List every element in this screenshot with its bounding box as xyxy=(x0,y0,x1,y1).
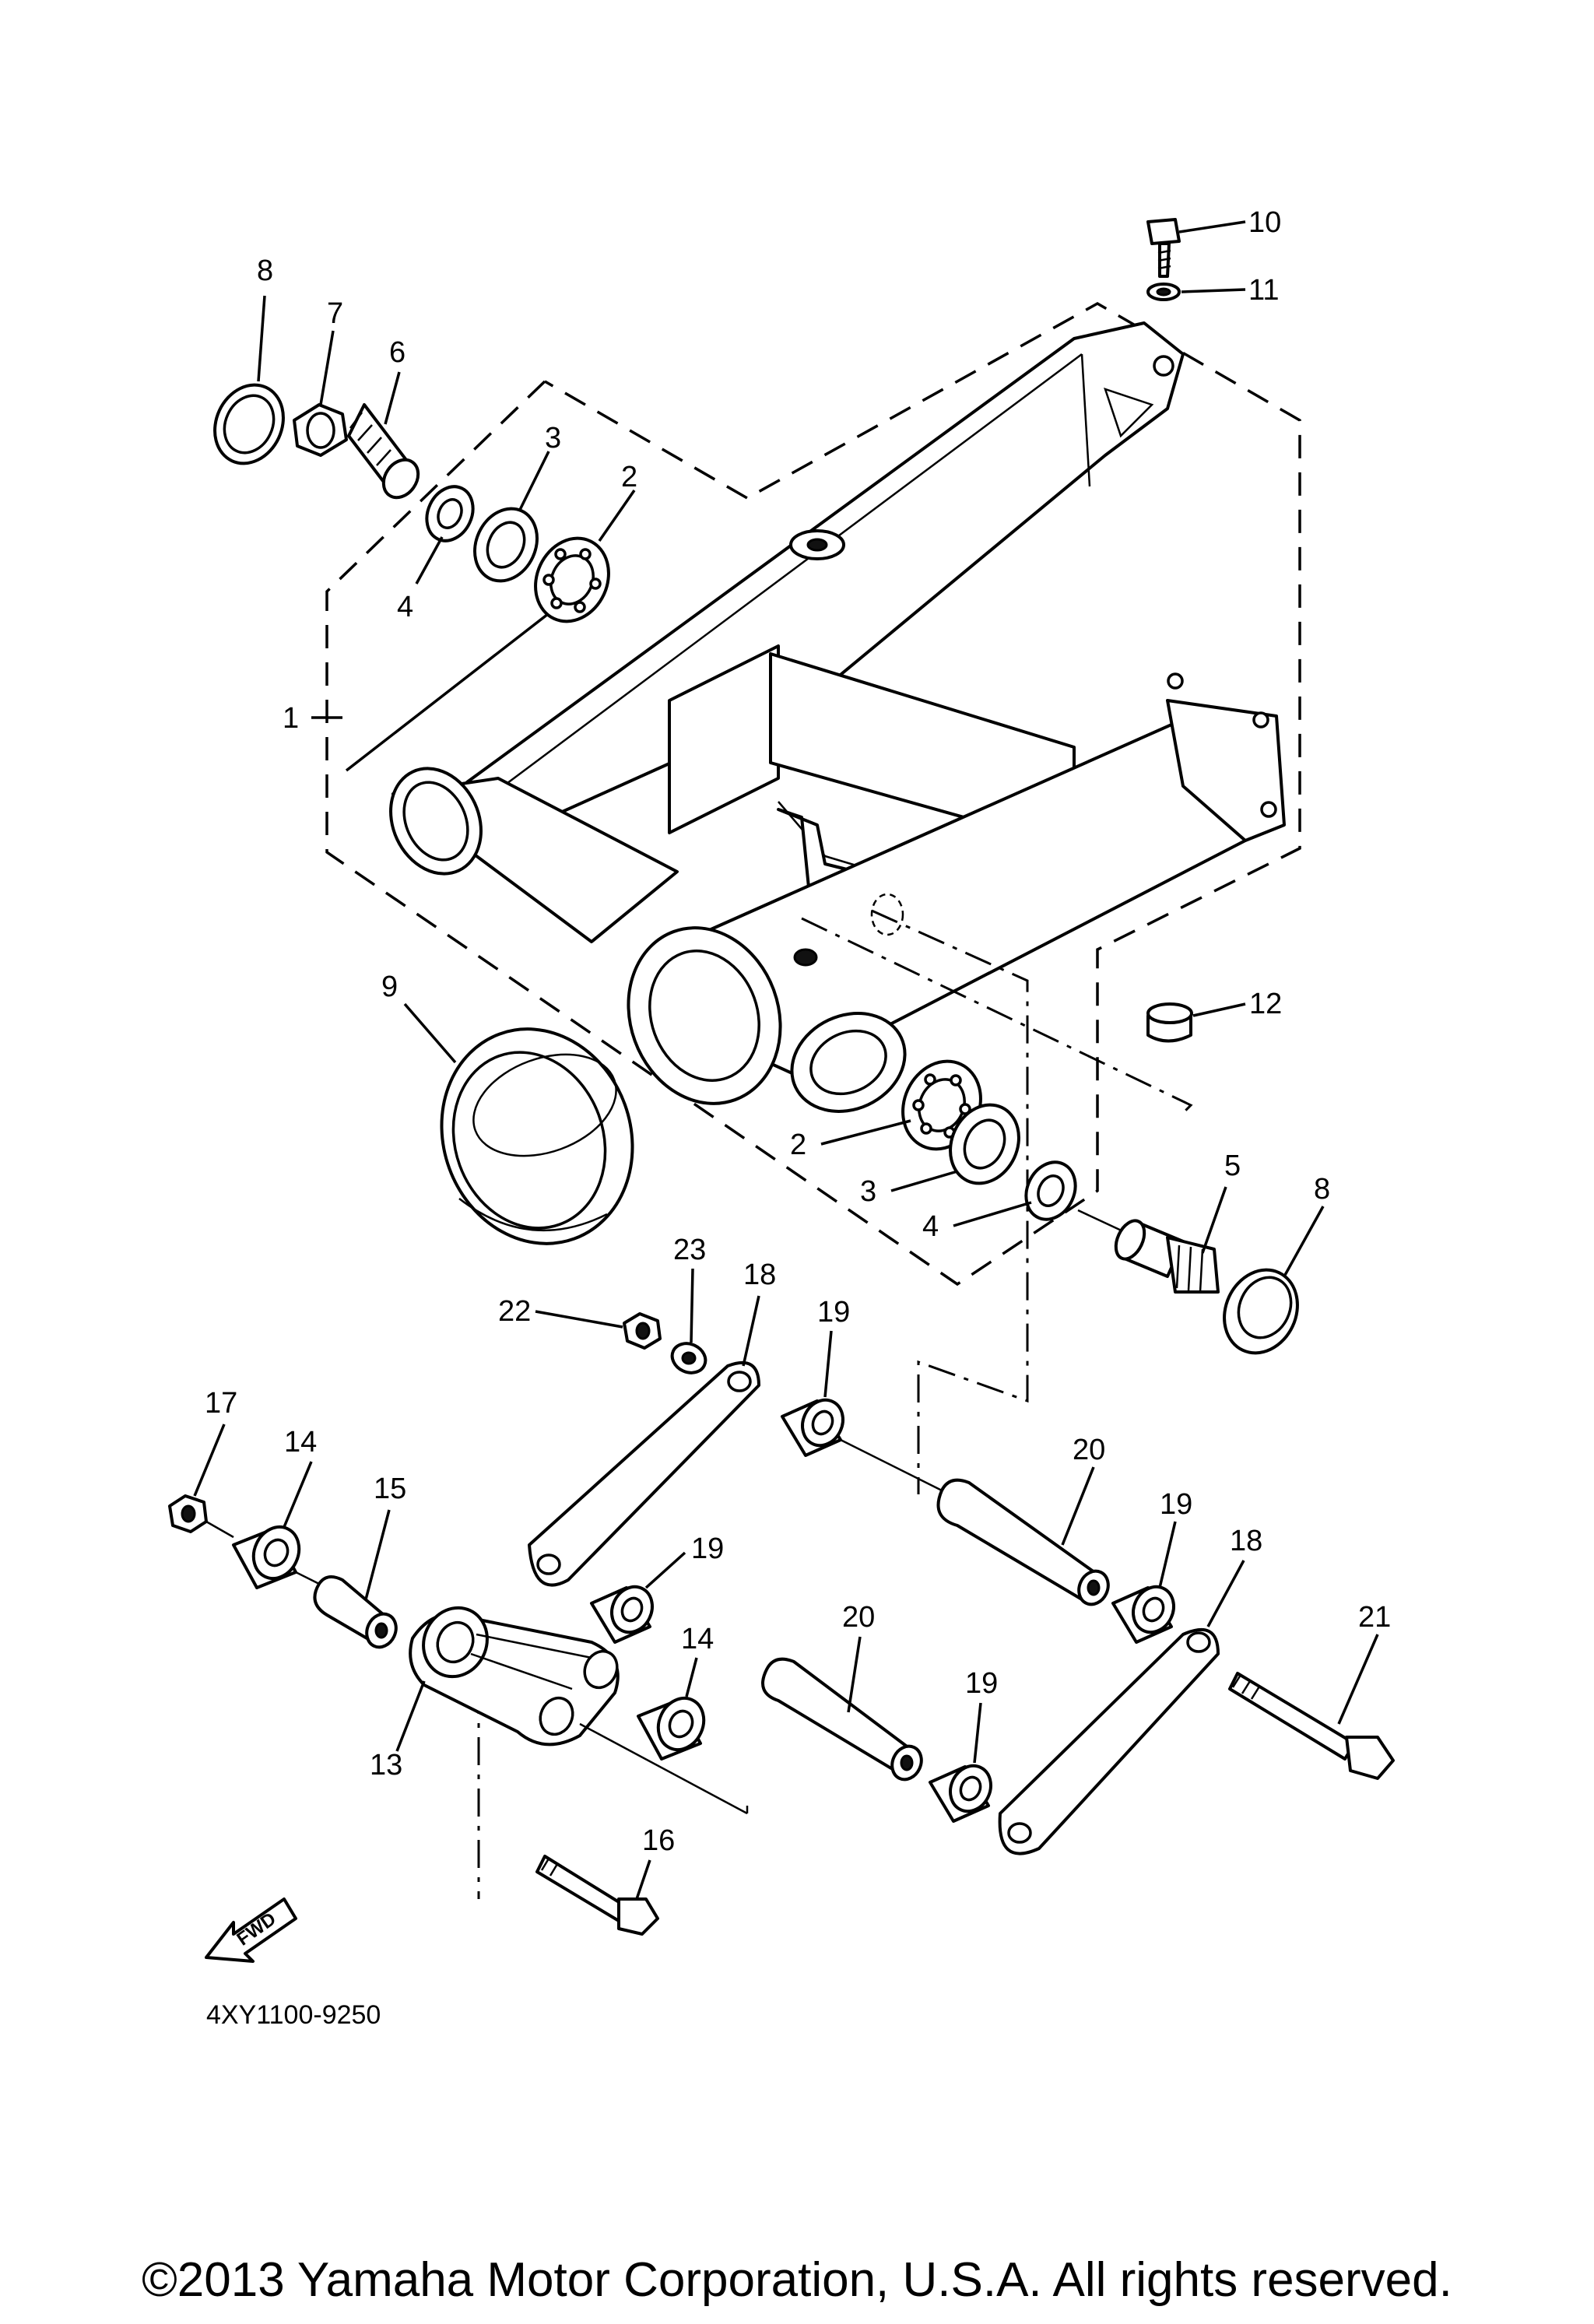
callout-10: 10 xyxy=(1248,206,1281,239)
callout-18-lower: 18 xyxy=(1230,1525,1262,1557)
callout-5: 5 xyxy=(1224,1150,1241,1182)
swingarm-part-1 xyxy=(389,321,1286,1113)
callout-11: 11 xyxy=(1248,274,1279,307)
bolt-part-10 xyxy=(1146,218,1181,278)
callout-1: 1 xyxy=(283,702,299,735)
collar-part-19-right xyxy=(1111,1585,1175,1644)
pivot-bolt-part-6 xyxy=(347,403,420,500)
drawing-code: 4XY1100-9250 xyxy=(206,2000,381,2030)
callout-4-right: 4 xyxy=(922,1210,939,1243)
collar-part-4-left xyxy=(425,485,475,542)
bolt-part-16 xyxy=(535,1855,659,1936)
relay-arm-part-13 xyxy=(409,1606,620,1747)
callout-8-right: 8 xyxy=(1314,1173,1330,1206)
callout-23: 23 xyxy=(673,1234,706,1266)
bearing-part-2-left xyxy=(534,536,610,623)
collar-part-19-lower xyxy=(929,1764,992,1823)
washer-part-23 xyxy=(670,1342,707,1374)
callout-4-left: 4 xyxy=(397,591,413,623)
cap-part-8-left xyxy=(213,383,285,465)
ref-line-rear xyxy=(871,909,1029,1494)
link-rod-part-18-upper xyxy=(528,1361,760,1587)
bolt-part-21 xyxy=(1228,1672,1395,1780)
callout-9: 9 xyxy=(381,971,398,1003)
nut-part-7 xyxy=(293,403,348,457)
link-rod-part-18-lower xyxy=(998,1627,1220,1855)
callout-14-lower: 14 xyxy=(681,1623,714,1655)
callout-3-right: 3 xyxy=(860,1175,876,1208)
collar-part-14-upper xyxy=(232,1525,301,1589)
seal-part-3-left xyxy=(473,507,539,583)
callout-6: 6 xyxy=(389,336,406,369)
callout-19-middle: 19 xyxy=(691,1532,724,1565)
callout-3-left: 3 xyxy=(545,422,561,455)
callout-12: 12 xyxy=(1249,988,1282,1020)
copyright-notice: ©2013 Yamaha Motor Corporation, U.S.A. A… xyxy=(142,2253,1452,2307)
fwd-arrow-icon: FWD xyxy=(205,1897,297,1963)
callout-2-right: 2 xyxy=(790,1129,806,1161)
callout-18-upper: 18 xyxy=(743,1259,776,1291)
callout-15: 15 xyxy=(374,1473,406,1505)
callout-17: 17 xyxy=(205,1387,237,1420)
callout-21: 21 xyxy=(1358,1601,1391,1634)
collar-part-4-right xyxy=(1024,1160,1077,1221)
washer-part-11 xyxy=(1146,283,1181,301)
pivot-bolt-part-5 xyxy=(1114,1219,1220,1294)
spacer-part-20-lower xyxy=(761,1657,923,1782)
nut-part-22 xyxy=(623,1312,662,1350)
callout-2-left: 2 xyxy=(621,461,637,493)
collar-part-19-middle xyxy=(590,1585,654,1644)
callout-8-left: 8 xyxy=(257,255,273,287)
callout-13: 13 xyxy=(370,1749,402,1782)
collar-part-19-upper xyxy=(781,1398,844,1457)
callout-19-upper: 19 xyxy=(817,1296,850,1329)
seal-part-3-right xyxy=(949,1103,1020,1185)
callout-20-lower: 20 xyxy=(842,1601,875,1634)
spacer-part-15 xyxy=(313,1575,398,1649)
collar-part-14-lower xyxy=(637,1696,706,1761)
callout-20-upper: 20 xyxy=(1073,1434,1105,1466)
ref-line-axle xyxy=(801,917,1193,1115)
callout-16: 16 xyxy=(642,1824,675,1857)
plug-part-12 xyxy=(1146,1002,1193,1043)
spacer-part-20-upper xyxy=(936,1478,1110,1606)
callout-14-upper: 14 xyxy=(284,1426,317,1459)
cap-part-8-right xyxy=(1223,1268,1299,1355)
callout-19-lower: 19 xyxy=(965,1667,998,1700)
assembly-boundary xyxy=(325,301,1301,1287)
callout-7: 7 xyxy=(327,297,343,330)
boot-part-9 xyxy=(440,1027,634,1245)
callout-19-right: 19 xyxy=(1160,1488,1192,1521)
callout-22: 22 xyxy=(498,1295,531,1328)
nut-part-17 xyxy=(168,1494,208,1533)
